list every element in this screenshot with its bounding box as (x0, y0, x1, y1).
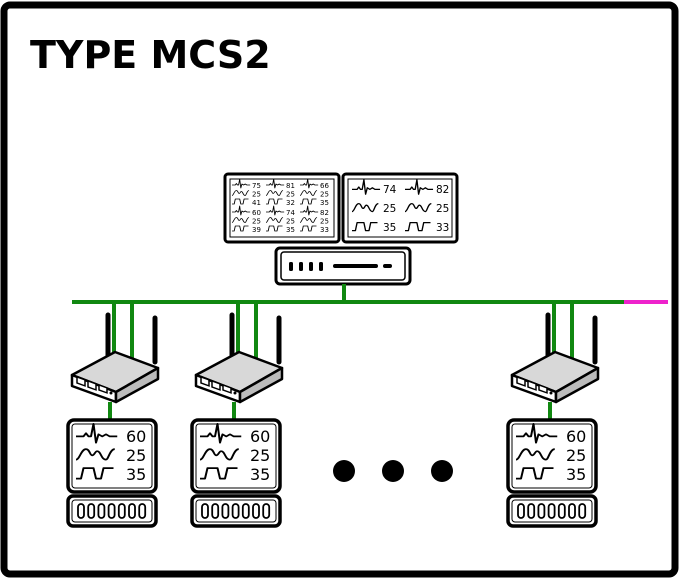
mini-vital-value: 39 (252, 226, 261, 234)
diagram-title: TYPE MCS2 (30, 33, 271, 77)
mini-vital-value: 25 (320, 218, 329, 226)
mini-vital-value: 82 (320, 209, 329, 217)
mini-vital-value: 25 (252, 218, 261, 226)
keypad-key (221, 503, 230, 519)
keypad-key (87, 503, 96, 519)
central-vital: 33 (404, 221, 449, 234)
central-monitor-right-cells: 74 82 25 25 35 33 (351, 179, 449, 234)
keypad-key (77, 503, 85, 519)
mini-vital-value: 35 (320, 199, 329, 207)
central-vital-value: 82 (436, 184, 449, 196)
central-vital: 35 (351, 221, 396, 234)
bedside-vital-value: 25 (126, 446, 146, 465)
keypad-key (252, 503, 260, 519)
central-vital-value: 74 (383, 184, 397, 196)
keypad-key (557, 503, 566, 519)
bedside-vital-value: 60 (250, 427, 270, 446)
keypad-key (201, 503, 209, 519)
mini-vital-value: 25 (286, 191, 295, 199)
bedside-vital-value: 35 (250, 465, 270, 484)
keypad-key (231, 503, 240, 519)
mini-vital-value: 25 (252, 191, 261, 199)
keypad (506, 494, 598, 528)
keypad-key (537, 503, 546, 519)
central-vital: 82 (404, 179, 449, 196)
central-vital: 74 (351, 179, 397, 196)
central-vital-value: 35 (383, 222, 396, 234)
wireless-router-icon (194, 312, 284, 404)
mini-vital-value: 66 (320, 182, 329, 190)
keypad-key (138, 503, 147, 519)
wireless-router-icon (510, 312, 600, 404)
keypad-key (107, 503, 116, 519)
bedside-vital-value: 35 (566, 465, 586, 484)
keypad-key (547, 503, 556, 519)
mini-vital-value: 25 (286, 218, 295, 226)
bedside-vital-value: 35 (126, 465, 146, 484)
mini-vital-value: 81 (286, 182, 295, 190)
keypad-key (97, 503, 106, 519)
keypad-key (128, 503, 136, 519)
keypad-key (517, 503, 525, 519)
keypad-key (568, 503, 576, 519)
keypad-key (241, 503, 250, 519)
wireless-router-icon (70, 312, 160, 404)
keypad (190, 494, 282, 528)
central-vital-value: 25 (436, 203, 449, 215)
bedside-vital-value: 25 (566, 446, 586, 465)
central-vital-value: 33 (436, 222, 449, 234)
ellipsis-icon (333, 460, 453, 482)
mini-vital-value: 41 (252, 199, 261, 207)
keypad-key (211, 503, 220, 519)
keypad-key (527, 503, 536, 519)
bedside-vital-value: 25 (250, 446, 270, 465)
keypad-key (117, 503, 126, 519)
mini-vital-value: 33 (320, 226, 329, 234)
bedside-vital-value: 60 (126, 427, 146, 446)
mini-vital-value: 74 (286, 209, 295, 217)
mini-vital-value: 32 (286, 199, 295, 207)
bedside-vital-value: 60 (566, 427, 586, 446)
network-switch-icon (274, 246, 412, 286)
central-vital-value: 25 (383, 203, 396, 215)
mini-vital-value: 25 (320, 191, 329, 199)
mini-vital-value: 75 (252, 182, 261, 190)
keypad (66, 494, 158, 528)
central-vital: 25 (351, 202, 396, 215)
mini-vital-value: 35 (286, 226, 295, 234)
keypad-key (578, 503, 587, 519)
keypad-key (262, 503, 271, 519)
mini-vital-value: 60 (252, 209, 261, 217)
central-vital: 25 (404, 202, 449, 215)
